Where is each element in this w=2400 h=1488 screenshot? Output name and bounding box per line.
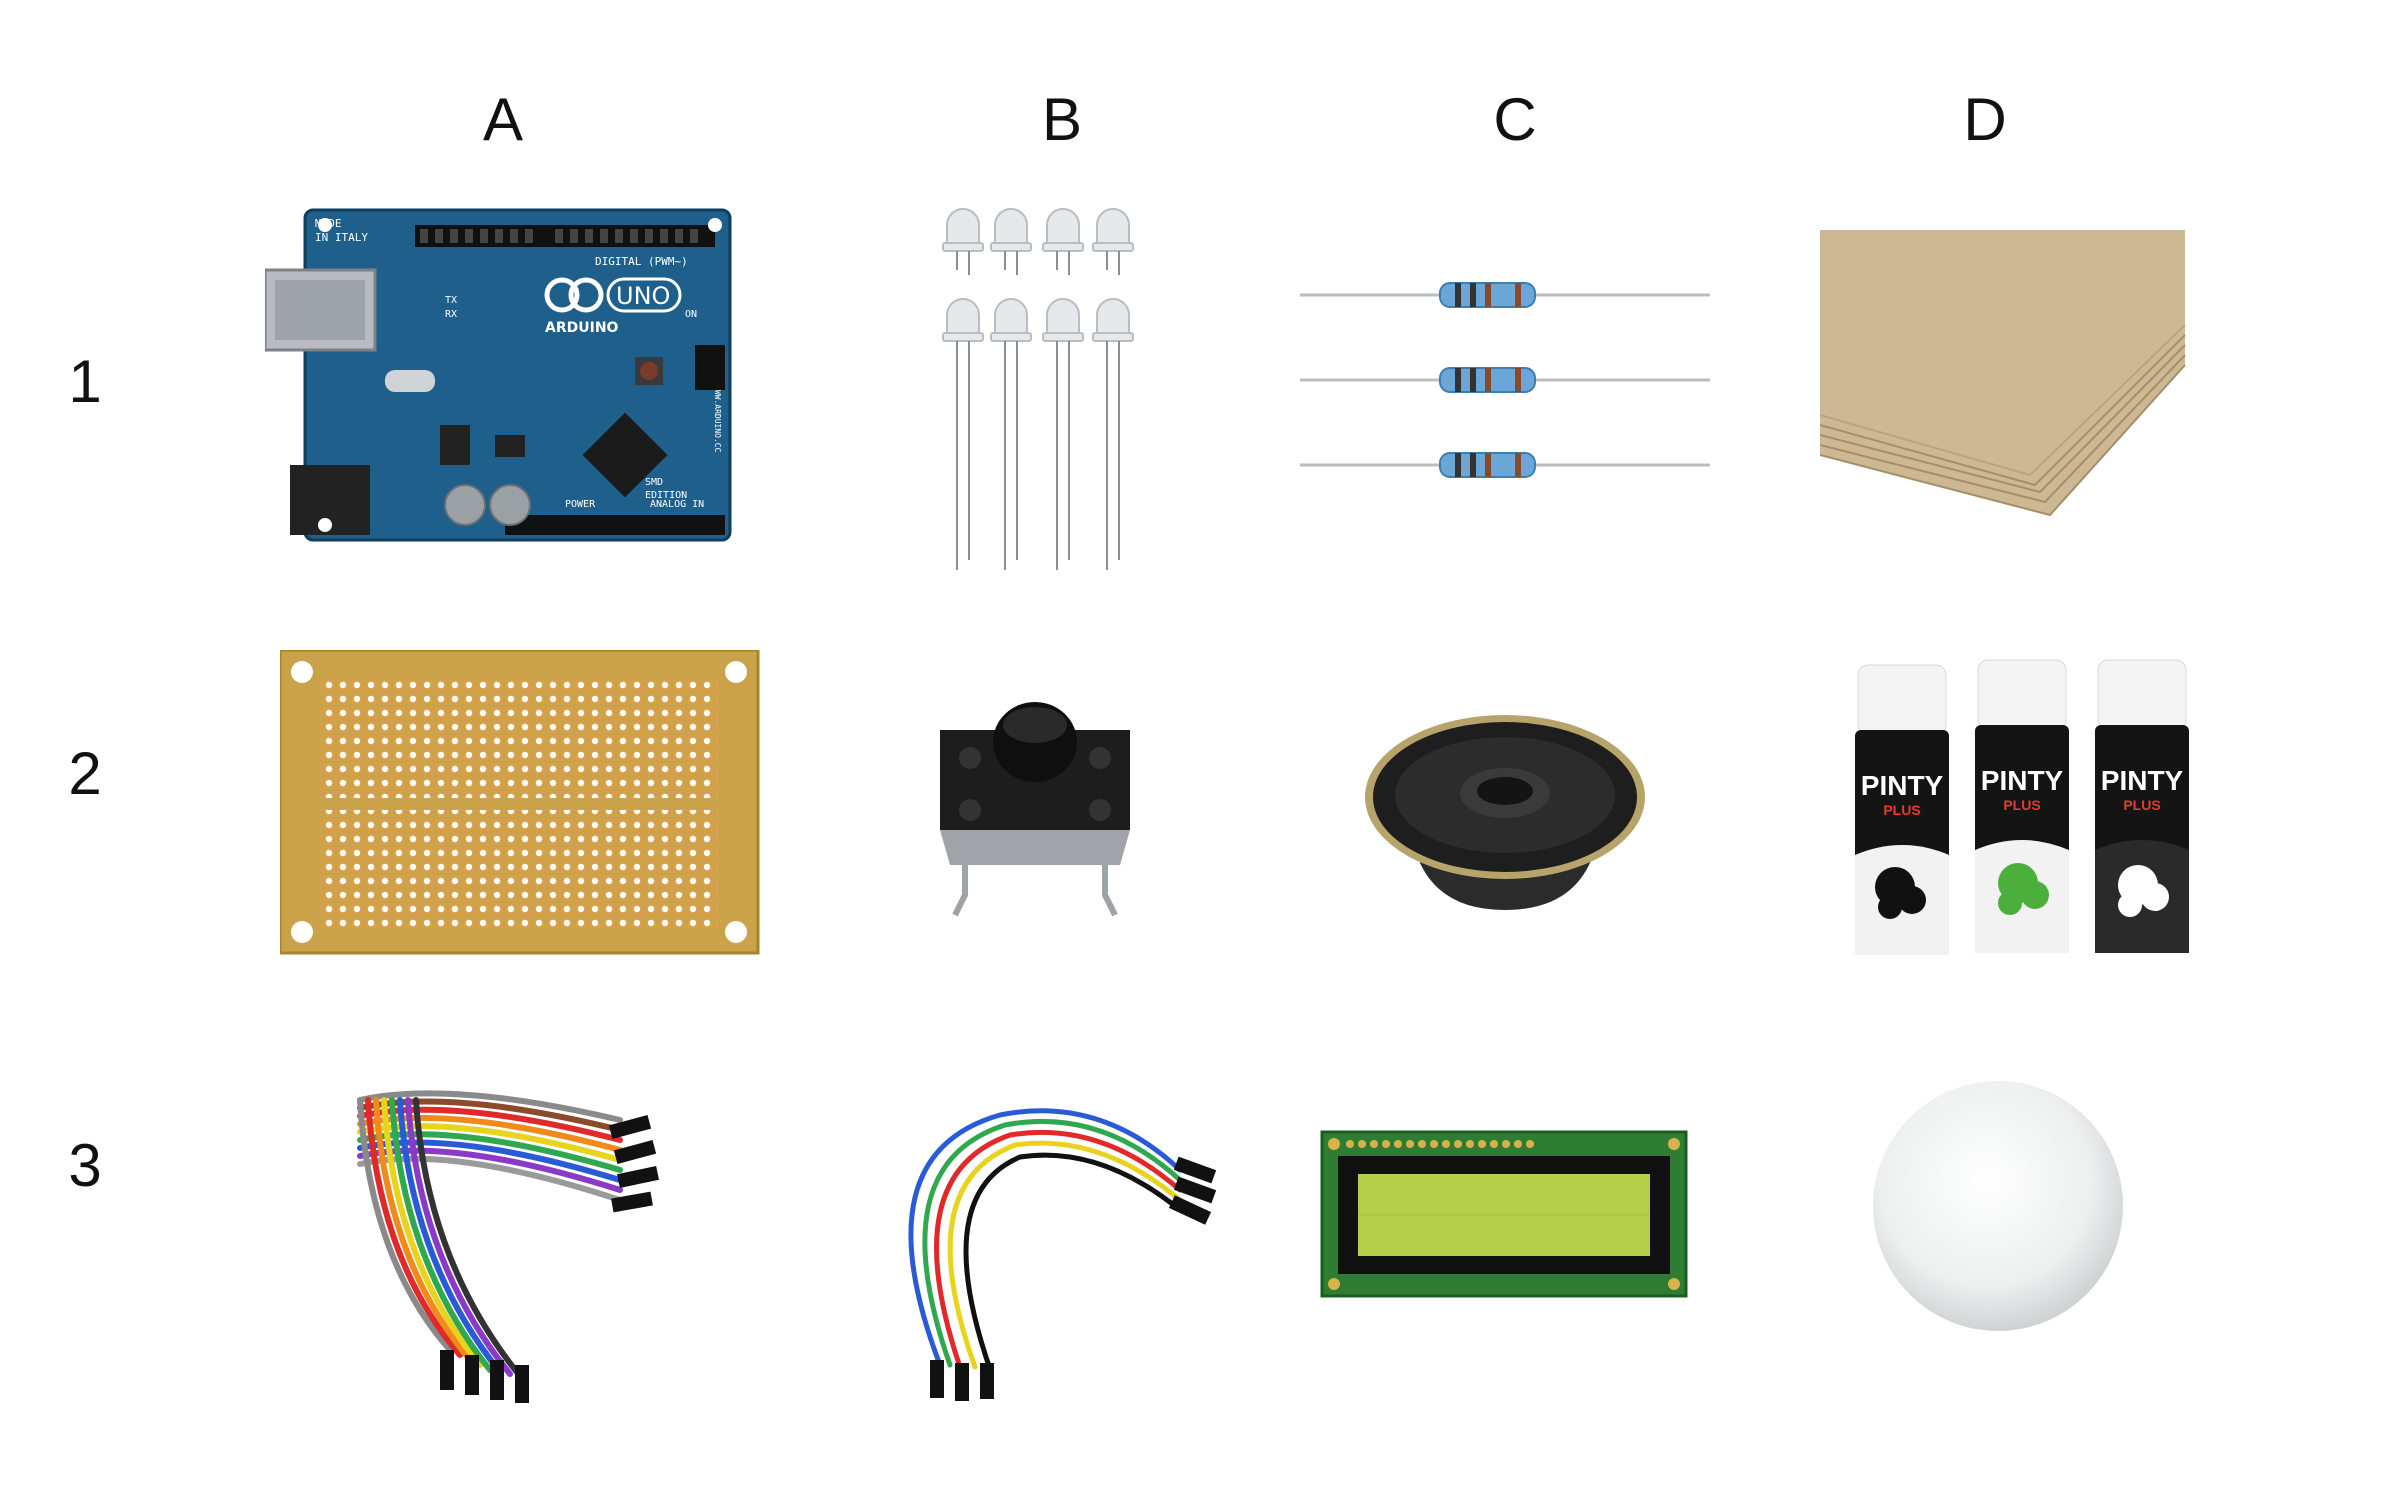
svg-text:PINTY: PINTY bbox=[1861, 770, 1944, 801]
row-label-1: 1 bbox=[68, 348, 102, 415]
svg-text:POWER: POWER bbox=[565, 499, 596, 510]
svg-text:WWW.ARDUINO.CC: WWW.ARDUINO.CC bbox=[713, 385, 722, 453]
spray-paint-cans: PINTY PLUS PINTY PLUS PINTY PLUS bbox=[1850, 655, 2195, 965]
ribbon-jumper-wires bbox=[340, 1060, 720, 1410]
svg-text:RX: RX bbox=[445, 309, 457, 320]
svg-text:PLUS: PLUS bbox=[2123, 797, 2160, 813]
led-set bbox=[935, 205, 1145, 585]
lcd-display bbox=[1320, 1130, 1690, 1300]
svg-text:UNO: UNO bbox=[616, 282, 670, 310]
svg-text:TX: TX bbox=[445, 295, 457, 306]
column-label-d: D bbox=[1963, 86, 2007, 153]
column-label-c: C bbox=[1493, 86, 1537, 153]
jumper-wires bbox=[880, 1075, 1240, 1405]
speaker bbox=[1360, 705, 1650, 915]
foam-ball bbox=[1870, 1078, 2130, 1338]
push-button bbox=[925, 690, 1145, 930]
svg-text:ANALOG IN: ANALOG IN bbox=[650, 499, 704, 510]
perfboard bbox=[280, 650, 760, 955]
svg-text:ARDUINO: ARDUINO bbox=[545, 320, 619, 336]
svg-text:IN ITALY: IN ITALY bbox=[315, 231, 368, 244]
svg-text:PINTY: PINTY bbox=[2101, 765, 2184, 796]
svg-text:EDITION: EDITION bbox=[645, 490, 687, 501]
resistor-set bbox=[1300, 270, 1710, 490]
svg-text:PLUS: PLUS bbox=[1883, 802, 1920, 818]
column-label-b: B bbox=[1041, 86, 1083, 153]
cardboard-stack bbox=[1820, 230, 2190, 520]
svg-text:PINTY: PINTY bbox=[1981, 765, 2064, 796]
svg-text:ON: ON bbox=[685, 309, 697, 320]
column-label-a: A bbox=[482, 86, 524, 153]
arduino-uno-board: MADE IN ITALY DIGITAL (PWM~) UNO ARDUINO… bbox=[265, 205, 735, 545]
svg-text:PLUS: PLUS bbox=[2003, 797, 2040, 813]
svg-text:DIGITAL (PWM~): DIGITAL (PWM~) bbox=[595, 255, 688, 268]
svg-text:SMD: SMD bbox=[645, 477, 663, 488]
row-label-2: 2 bbox=[68, 740, 102, 807]
row-label-3: 3 bbox=[68, 1132, 102, 1199]
